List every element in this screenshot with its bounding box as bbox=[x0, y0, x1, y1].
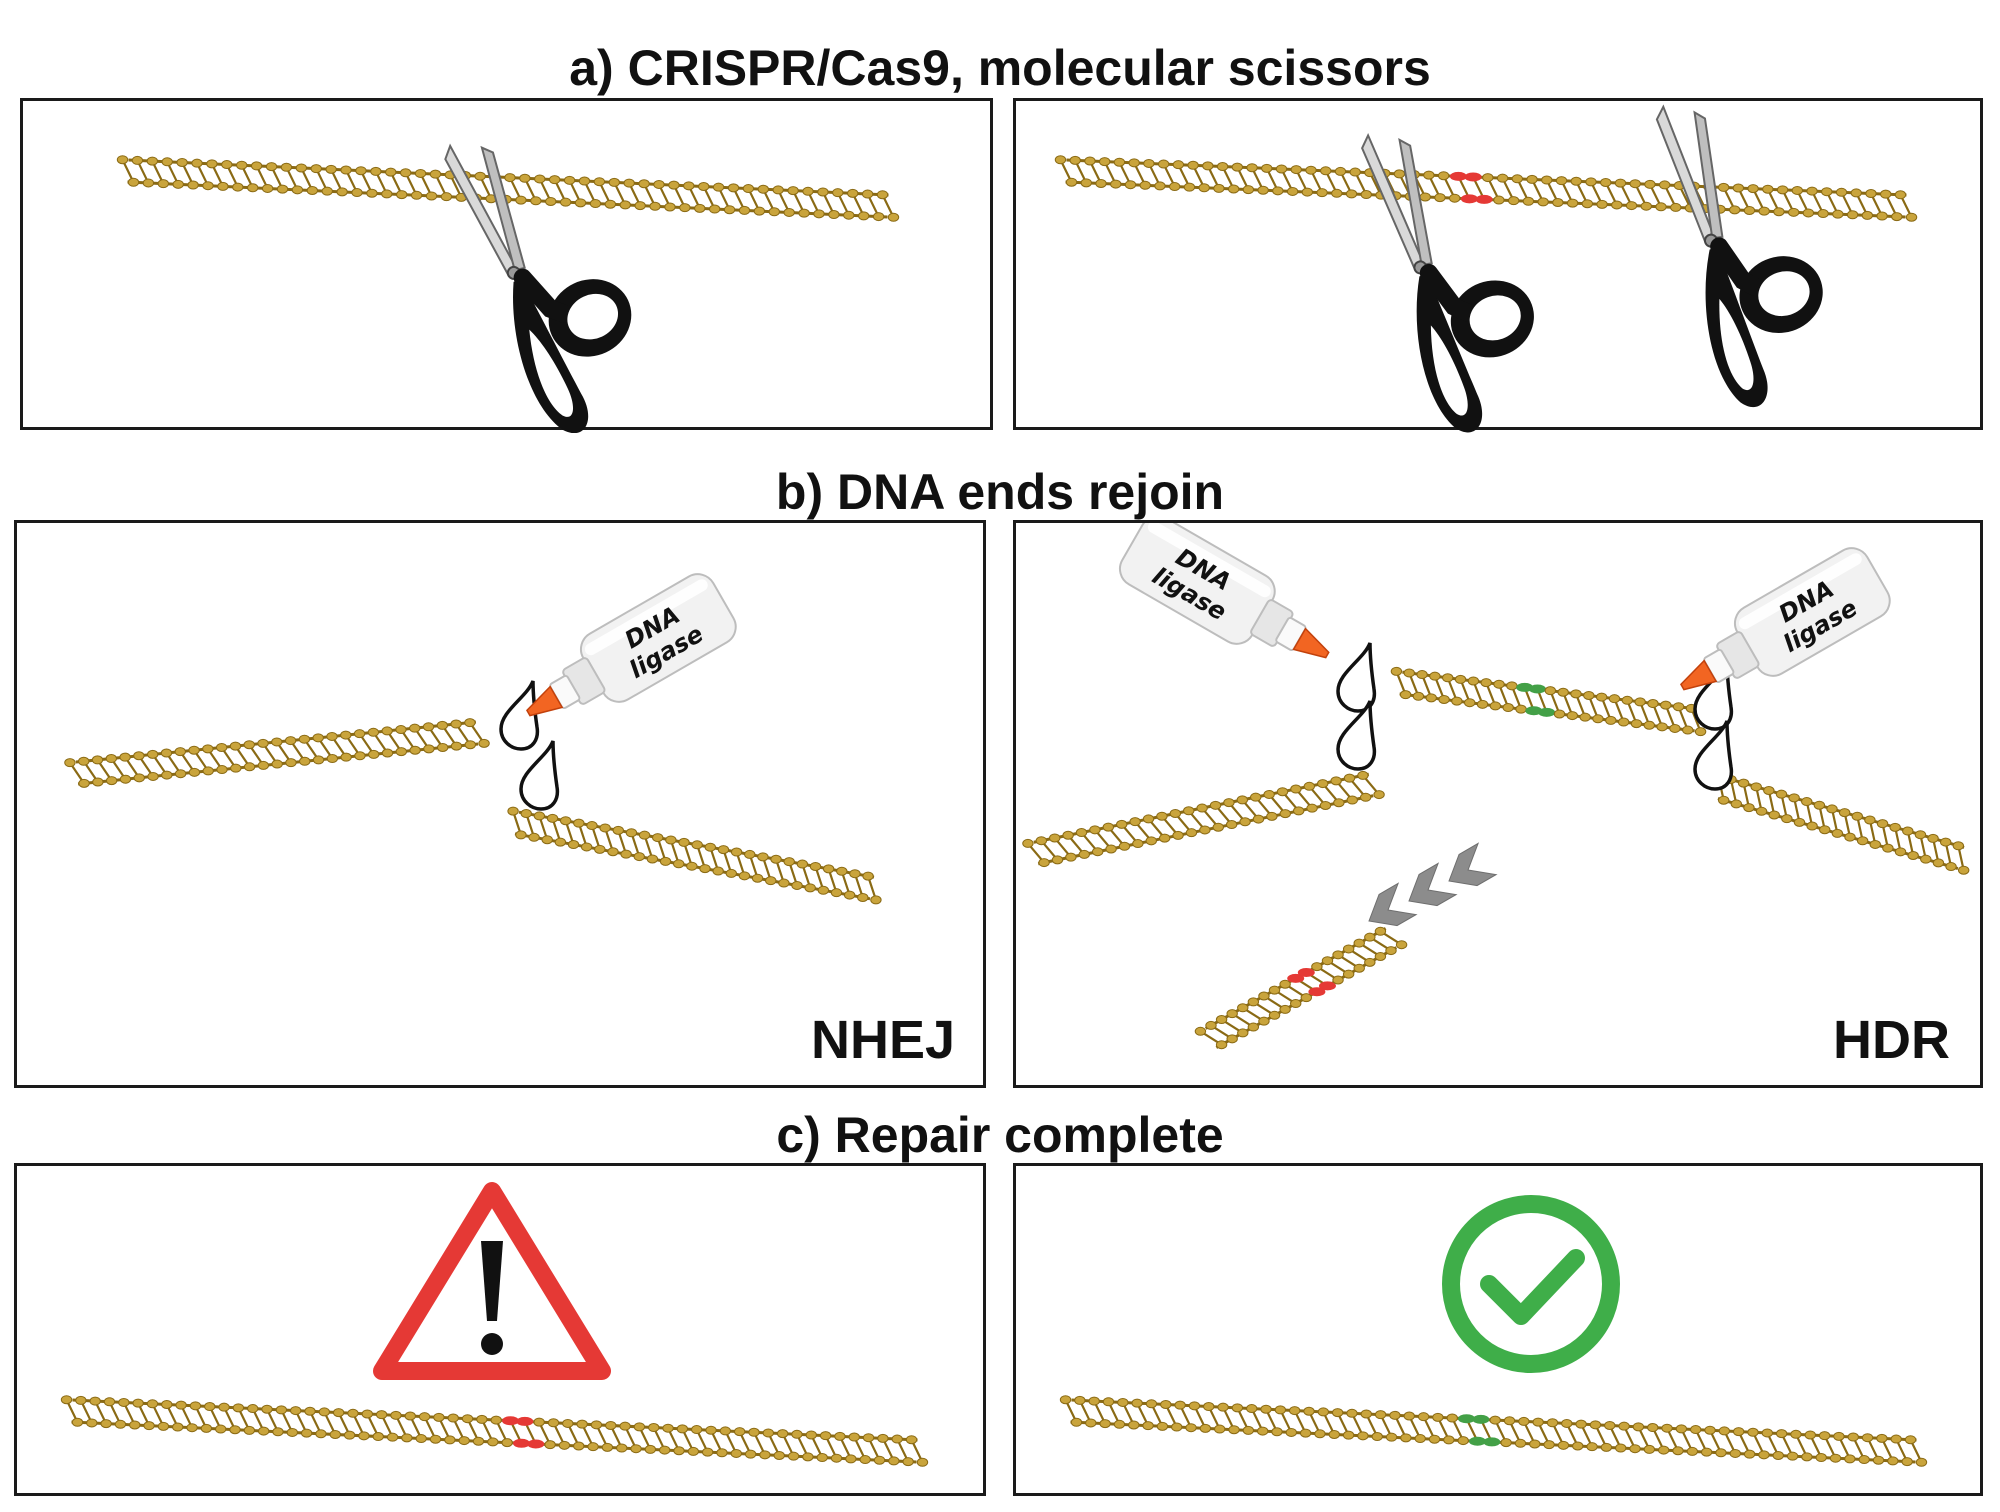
dna-strand bbox=[1054, 155, 1918, 222]
dna-strand bbox=[1712, 771, 1970, 875]
panel-cut-double bbox=[1013, 98, 1983, 433]
section-title-c: c) Repair complete bbox=[776, 1107, 1224, 1163]
chevron-left-icon bbox=[1408, 862, 1458, 907]
panel-result-nhej-art bbox=[60, 1182, 929, 1467]
hdr-label: HDR bbox=[1833, 1010, 1950, 1070]
panel-cut-single bbox=[20, 98, 993, 433]
dna-strand bbox=[1059, 1395, 1928, 1467]
panel-result-hdr bbox=[1013, 1163, 1983, 1496]
drop-icon bbox=[1336, 642, 1377, 713]
panel-result-hdr-art bbox=[1059, 1195, 1928, 1467]
scissors-icon bbox=[1361, 132, 1534, 433]
chevron-left-icon bbox=[1368, 882, 1418, 927]
chevron-left-icon bbox=[1448, 842, 1498, 887]
panel-cut-double-art bbox=[1054, 104, 1918, 433]
drop-icon bbox=[519, 740, 560, 811]
drop-icon bbox=[1336, 700, 1377, 771]
panel-result-nhej bbox=[14, 1163, 986, 1496]
check-circle-icon bbox=[1442, 1195, 1620, 1373]
dna-strand bbox=[60, 1395, 929, 1467]
section-title-b: b) DNA ends rejoin bbox=[775, 464, 1225, 520]
drop-icon bbox=[1693, 720, 1734, 791]
drop-icon bbox=[499, 680, 540, 751]
scissors-icon bbox=[1655, 104, 1823, 408]
dna-strand bbox=[507, 806, 882, 905]
section-title-a: a) CRISPR/Cas9, molecular scissors bbox=[569, 40, 1431, 96]
panel-cut-single-art bbox=[116, 143, 900, 433]
nhej-label: NHEJ bbox=[810, 1010, 955, 1070]
dna-strand bbox=[1390, 666, 1707, 737]
scissors-icon bbox=[444, 143, 632, 433]
dna-strand bbox=[1022, 770, 1385, 868]
dna-strand bbox=[1194, 926, 1408, 1050]
warning-icon bbox=[373, 1182, 611, 1380]
dna-strand bbox=[64, 718, 490, 788]
